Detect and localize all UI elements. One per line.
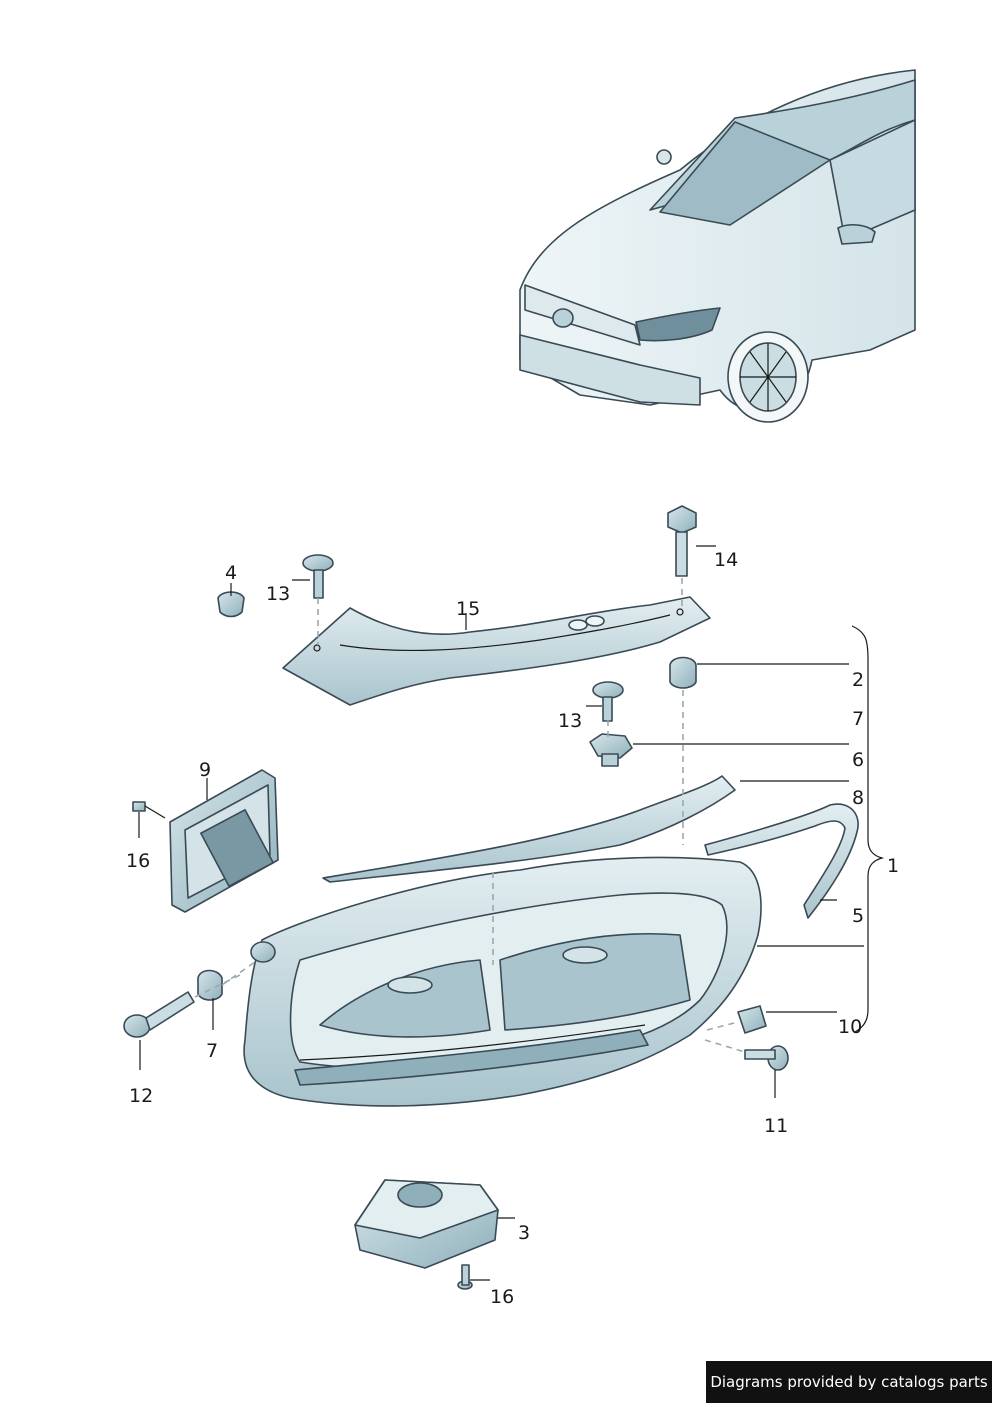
- callout-5: 5: [852, 905, 864, 927]
- car-illustration: [519, 69, 916, 423]
- screw-16-upper: [132, 801, 166, 819]
- threaded-sleeve-2: [669, 656, 697, 689]
- credit-banner: Diagrams provided by catalogs parts: [706, 1361, 992, 1403]
- callout-15: 15: [456, 598, 480, 620]
- headlight-1: [243, 856, 762, 1107]
- callout-16-lower: 16: [490, 1286, 514, 1308]
- callout-2: 2: [852, 669, 864, 691]
- callout-11: 11: [764, 1115, 788, 1137]
- seal-strip-8: [322, 775, 736, 883]
- callout-9: 9: [199, 759, 211, 781]
- callout-12: 12: [129, 1085, 153, 1107]
- callout-14: 14: [714, 549, 738, 571]
- bracket-15: [282, 596, 711, 706]
- callout-6: 6: [852, 749, 864, 771]
- callout-1: 1: [887, 855, 899, 877]
- callout-7-right: 7: [852, 708, 864, 730]
- callout-16-upper: 16: [126, 850, 150, 872]
- callout-4: 4: [225, 562, 237, 584]
- callout-13-lower: 13: [558, 710, 582, 732]
- callout-3: 3: [518, 1222, 530, 1244]
- sleeve-7: [197, 969, 223, 1001]
- callout-10: 10: [838, 1016, 862, 1038]
- callout-13-upper: 13: [266, 583, 290, 605]
- callout-7-left: 7: [206, 1040, 218, 1062]
- bolt-14: [667, 505, 697, 577]
- screw-12: [123, 991, 195, 1038]
- control-unit-9: [169, 769, 279, 913]
- screw-13-upper: [302, 554, 334, 599]
- screw-11: [744, 1045, 789, 1071]
- screw-16-lower: [457, 1264, 473, 1290]
- cap-4: [217, 591, 245, 618]
- adjuster-6: [589, 733, 633, 767]
- seal-5: [704, 803, 859, 919]
- ballast-3: [354, 1179, 499, 1269]
- clip-10: [737, 1005, 767, 1034]
- callout-8: 8: [852, 787, 864, 809]
- screw-13-lower: [592, 681, 624, 722]
